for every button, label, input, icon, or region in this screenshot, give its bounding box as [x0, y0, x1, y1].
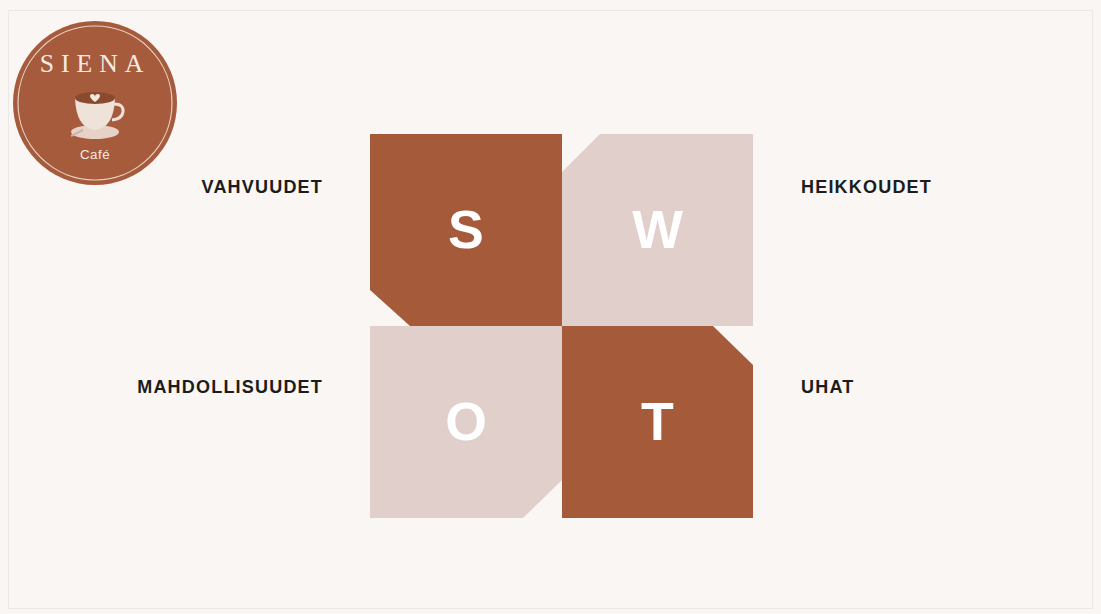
swot-quadrant: T [562, 326, 753, 518]
coffee-cup [71, 92, 123, 139]
logo-badge: SIENA Café [12, 20, 178, 186]
swot-quadrant: W [562, 134, 753, 326]
swot-letter: T [562, 392, 753, 451]
quadrant-label: HEIKKOUDET [801, 176, 932, 198]
corner-cut [370, 290, 410, 326]
brand-name: SIENA [12, 50, 178, 78]
quadrant-label: VAHVUUDET [202, 176, 323, 198]
swot-quadrant: O [370, 326, 562, 518]
corner-cut [713, 326, 753, 365]
swot-letter: W [562, 200, 753, 259]
quadrant-label: MAHDOLLISUUDET [137, 376, 323, 398]
brand-subtitle: Café [12, 148, 178, 163]
swot-letter: S [370, 200, 562, 259]
corner-cut [562, 134, 600, 172]
quadrant-label: UHAT [801, 376, 854, 398]
quadrant-fill [370, 134, 562, 326]
swot-quadrant: S [370, 134, 562, 326]
quadrant-fill [562, 134, 753, 326]
swot-letter: O [370, 392, 562, 451]
corner-cut [523, 480, 562, 518]
quadrant-fill [370, 326, 562, 518]
logo-disc [13, 21, 177, 185]
quadrant-fill [562, 326, 753, 518]
